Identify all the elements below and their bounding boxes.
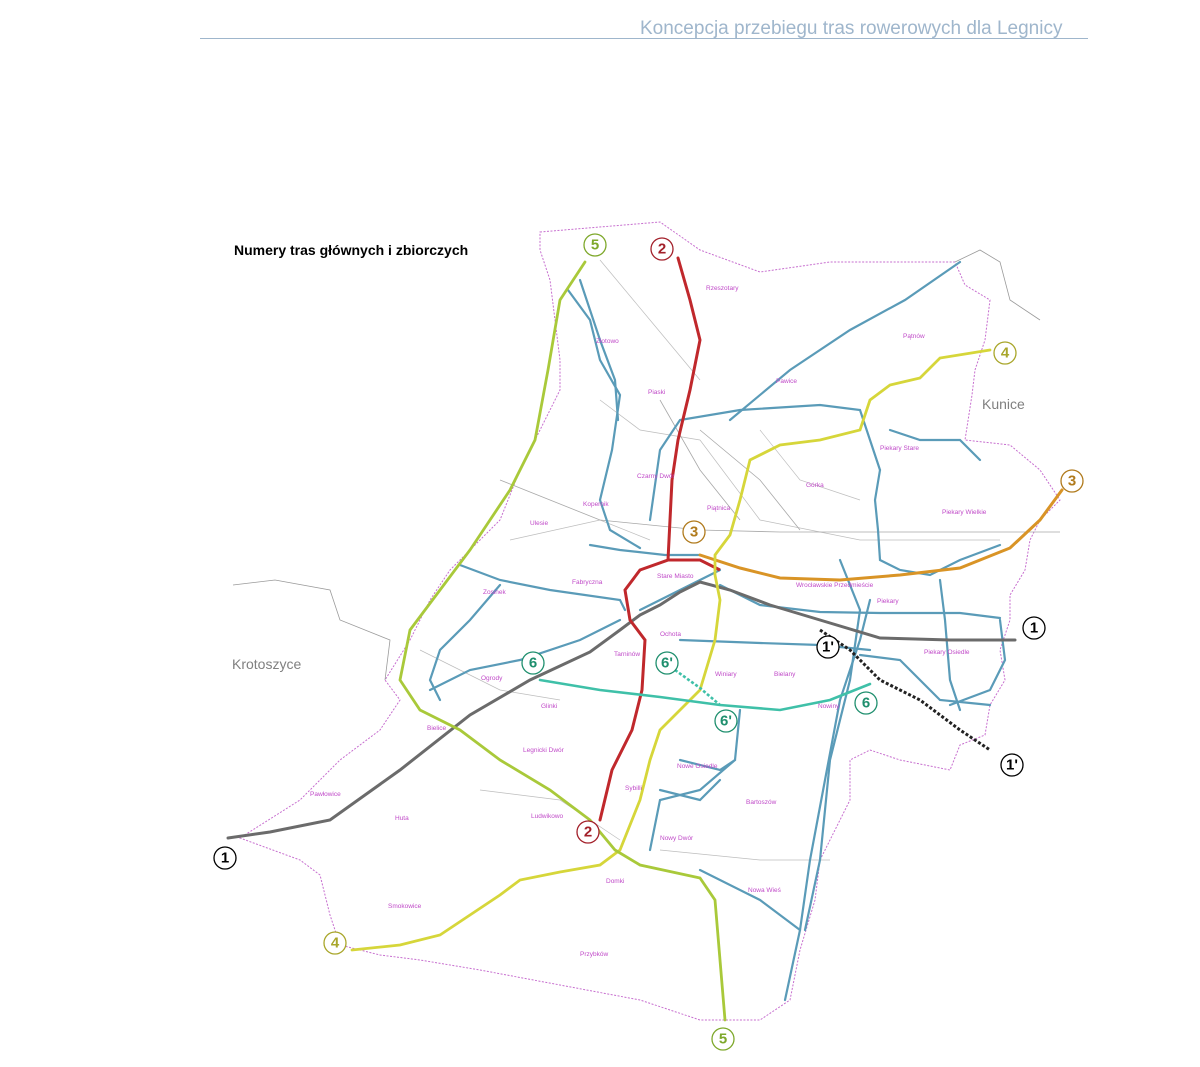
district-label: Pawłowice	[310, 791, 341, 798]
district-label: Huta	[395, 815, 409, 822]
svg-text:5: 5	[591, 237, 599, 254]
svg-text:4: 4	[331, 935, 340, 952]
route-3-line	[698, 488, 1064, 582]
route-1-line	[226, 580, 1017, 840]
town-label-krotoszyce: Krotoszyce	[232, 656, 302, 672]
district-label: Piekary Stare	[880, 445, 919, 452]
district-label: Nowa Wieś	[748, 887, 782, 894]
route-badge-6prime-south: 6'	[714, 709, 738, 733]
route-badge-4-east: 4	[993, 341, 1017, 365]
district-label: Czarny Dwór	[637, 473, 675, 480]
svg-text:3: 3	[1068, 473, 1076, 490]
district-label: Zosinek	[483, 589, 507, 596]
district-label: Ogrody	[481, 675, 503, 682]
district-label: Stare Miasto	[657, 573, 694, 580]
route-badge-6-west: 6	[521, 651, 545, 675]
svg-text:6': 6'	[661, 655, 673, 672]
route-badge-1prime-east: 1'	[1000, 753, 1024, 777]
svg-text:1': 1'	[1006, 757, 1018, 774]
route-2-line	[598, 256, 702, 822]
district-label: Ochota	[660, 631, 681, 638]
svg-text:1: 1	[1030, 620, 1038, 637]
route-badge-5-north: 5	[583, 233, 607, 257]
district-label: Bielany	[774, 671, 796, 678]
district-boundaries	[419, 259, 1000, 861]
route-badge-5-south: 5	[711, 1027, 735, 1051]
secondary-routes	[428, 260, 1007, 1002]
route-badge-6-east: 6	[854, 691, 878, 715]
district-label: Nowe Osiedle	[677, 763, 718, 770]
route-2-old-town-loop	[668, 558, 721, 572]
district-label: Pawice	[776, 378, 797, 385]
district-label: Piaski	[648, 389, 665, 396]
svg-text:5: 5	[719, 1031, 727, 1048]
district-label: Piekary Wielkie	[942, 509, 987, 516]
district-label: Legnicki Dwór	[523, 747, 565, 754]
route-badge-3-east: 3	[1060, 469, 1084, 493]
district-label: Bielice	[427, 725, 447, 732]
commune-boundary	[232, 249, 1041, 681]
route-5-line	[398, 260, 727, 1022]
district-label: Smokowice	[388, 903, 422, 910]
district-label: Glinki	[541, 703, 557, 710]
svg-text:6: 6	[529, 655, 537, 672]
district-labels: Rzeszotary Złotowo Piaski Pawice Pątnów …	[310, 285, 987, 958]
svg-text:2: 2	[658, 241, 666, 258]
route-badge-3-center: 3	[682, 520, 706, 544]
district-label: Kopernik	[583, 501, 609, 508]
district-label: Winiary	[715, 671, 737, 678]
district-label: Nowy Dwór	[660, 835, 694, 842]
route-badge-1-west: 1	[213, 846, 237, 870]
svg-text:6': 6'	[720, 713, 732, 730]
route-badge-6prime-north: 6'	[655, 651, 679, 675]
district-label: Ludwikowo	[531, 813, 564, 820]
town-label-kunice: Kunice	[982, 396, 1025, 412]
district-label: Piekary	[877, 598, 899, 605]
route-badge-2-north: 2	[650, 237, 674, 261]
district-label: Fabryczna	[572, 579, 603, 586]
district-label: Ulesie	[530, 520, 548, 527]
route-1prime-line	[819, 628, 991, 752]
district-label: Bartoszów	[746, 799, 777, 806]
svg-text:6: 6	[862, 695, 870, 712]
route-badge-2-south: 2	[576, 820, 600, 844]
district-label: Piątnica	[707, 505, 731, 512]
district-label: Wrocławskie Przedmieście	[796, 582, 874, 589]
district-label: Nowiny	[818, 703, 840, 710]
svg-text:4: 4	[1001, 345, 1010, 362]
district-label: Sybilli	[625, 785, 642, 792]
route-6prime-line	[674, 668, 721, 706]
district-label: Przybków	[580, 951, 608, 958]
svg-text:1: 1	[221, 850, 229, 867]
document-header-title: Koncepcja przebiegu tras rowerowych dla …	[640, 18, 1063, 39]
route-badge-1-east: 1	[1022, 616, 1046, 640]
district-label: Piekary Osiedle	[924, 649, 970, 656]
map-title: Numery tras głównych i zbiorczych	[234, 242, 469, 258]
route-badge-1prime-center: 1'	[816, 635, 840, 659]
route-badge-4-west: 4	[323, 931, 347, 955]
svg-text:2: 2	[584, 824, 592, 841]
route-badges: 5 2 4 3 3 1 1' 1'	[213, 233, 1084, 1051]
district-label: Górka	[806, 482, 824, 489]
svg-text:3: 3	[690, 524, 698, 541]
district-label: Tarninów	[614, 651, 640, 658]
header-divider	[200, 38, 1088, 39]
district-label: Rzeszotary	[706, 285, 739, 292]
city-boundary	[238, 221, 1061, 1021]
district-label: Pątnów	[903, 333, 925, 340]
route-4-line	[350, 348, 992, 952]
svg-text:1': 1'	[822, 639, 834, 656]
district-label: Złotowo	[596, 338, 619, 345]
district-label: Domki	[606, 878, 624, 885]
